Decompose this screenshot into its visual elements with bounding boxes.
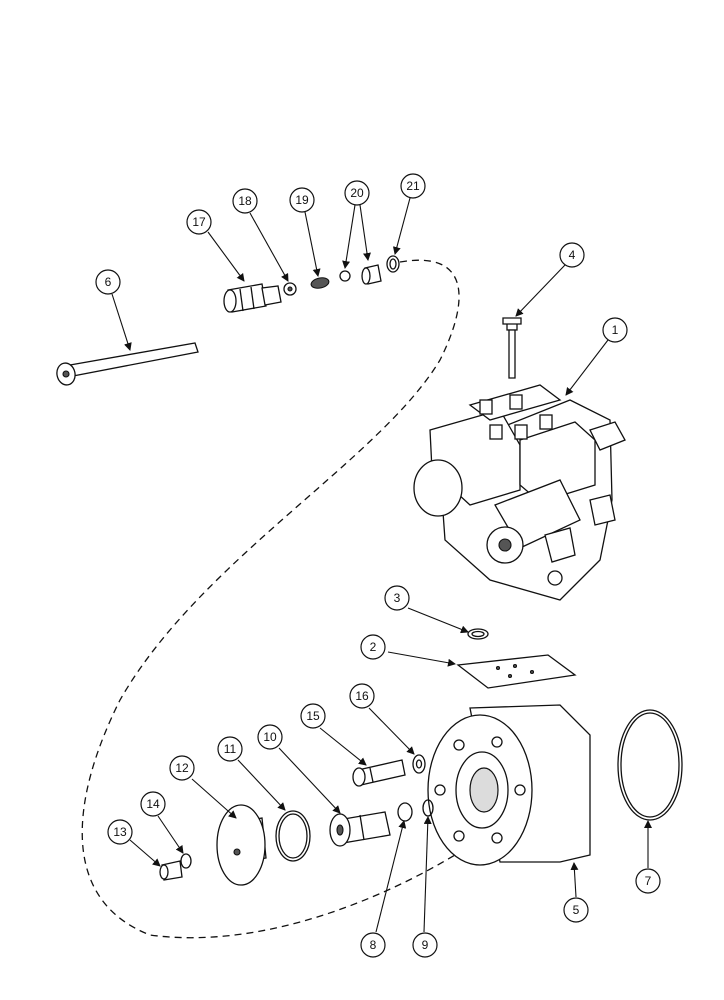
callout-16: 16: [349, 683, 375, 709]
callout-label-11: 11: [224, 742, 237, 756]
callout-5: 5: [563, 897, 589, 923]
part-8-poppet: [397, 802, 413, 822]
part-6-long-bolt: [56, 342, 199, 386]
callout-8: 8: [360, 932, 386, 958]
callout-17: 17: [186, 209, 212, 235]
callout-3: 3: [384, 585, 410, 611]
part-20-valve-parts: [339, 264, 382, 285]
callout-label-10: 10: [263, 730, 277, 744]
callout-label-21: 21: [406, 179, 420, 193]
callout-label-14: 14: [146, 797, 160, 811]
part-19-spring: [310, 277, 330, 289]
callout-label-19: 19: [295, 193, 309, 207]
part-16-washer: [412, 754, 426, 774]
callout-7: 7: [635, 868, 661, 894]
callout-label-8: 8: [370, 938, 377, 952]
callout-21: 21: [400, 173, 426, 199]
part-14-o-ring: [180, 853, 192, 869]
callout-label-6: 6: [105, 275, 112, 289]
callout-13: 13: [107, 819, 133, 845]
part-2-gasket-plate: [456, 654, 577, 689]
part-12-end-cap: [216, 804, 267, 886]
callout-label-20: 20: [350, 186, 364, 200]
callout-label-15: 15: [306, 709, 320, 723]
callout-label-4: 4: [569, 248, 576, 262]
callout-10: 10: [257, 724, 283, 750]
part-9-o-ring: [422, 799, 434, 817]
callout-label-17: 17: [192, 215, 206, 229]
part-7-large-o-ring: [617, 709, 683, 821]
part-17-fitting: [223, 283, 282, 313]
assembly-dashed-path: [81, 259, 460, 939]
callout-label-9: 9: [422, 938, 429, 952]
callout-15: 15: [300, 703, 326, 729]
callout-11: 11: [217, 736, 243, 762]
part-10-valve-cartridge: [329, 811, 391, 847]
callout-label-16: 16: [355, 689, 369, 703]
callout-14: 14: [140, 791, 166, 817]
callout-label-13: 13: [113, 825, 127, 839]
part-21-o-ring: [386, 255, 400, 273]
callout-19: 19: [289, 187, 315, 213]
callout-18: 18: [232, 188, 258, 214]
callout-label-3: 3: [394, 591, 401, 605]
part-4-bolt: [502, 317, 522, 379]
part-11-seal-ring: [275, 810, 311, 862]
callout-1: 1: [602, 317, 628, 343]
callout-label-18: 18: [238, 194, 252, 208]
part-5-housing: [427, 704, 591, 866]
callout-label-2: 2: [370, 640, 377, 654]
callout-12: 12: [169, 755, 195, 781]
callout-label-5: 5: [573, 903, 580, 917]
callout-9: 9: [412, 932, 438, 958]
part-13-small-plug: [159, 860, 183, 881]
callout-20: 20: [344, 180, 370, 206]
leader-lines: [111, 197, 652, 933]
part-3-o-ring: [467, 628, 489, 640]
part-18-washer: [283, 282, 297, 296]
callout-2: 2: [360, 634, 386, 660]
part-15-plug: [352, 759, 406, 787]
callout-4: 4: [559, 242, 585, 268]
callout-label-1: 1: [612, 323, 619, 337]
callout-label-12: 12: [175, 761, 189, 775]
callout-label-7: 7: [645, 874, 652, 888]
part-1-pump-assembly: [413, 384, 626, 601]
callout-6: 6: [95, 269, 121, 295]
